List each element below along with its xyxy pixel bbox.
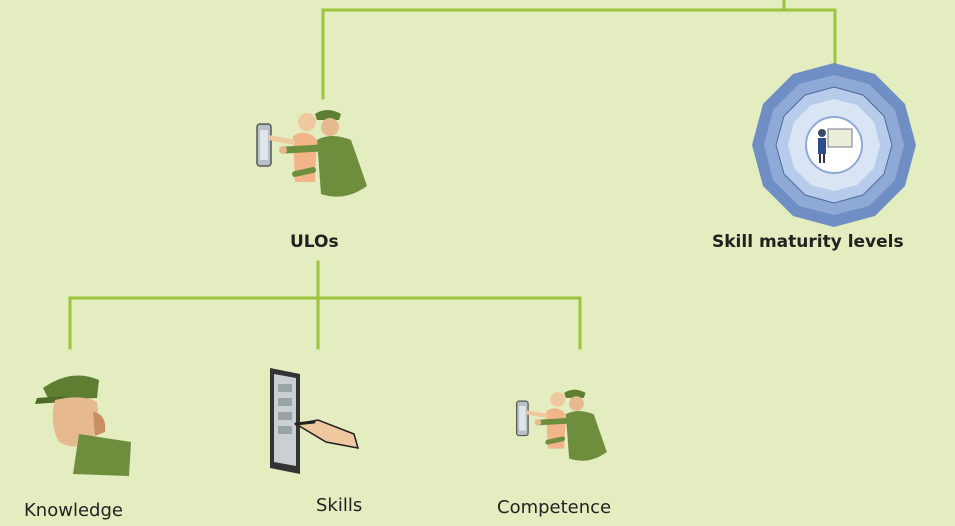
skills-label: Skills [316,495,363,516]
ulos-label: ULOs [290,232,339,252]
bottom-connector [68,260,582,350]
skill-maturity-levels-label: Skill maturity levels [712,232,904,252]
knowledge-label: Knowledge [24,500,123,521]
soldier-head-icon [35,375,131,476]
competence-label: Competence [497,497,612,518]
top-connector [321,0,837,100]
connector-lines [68,0,837,350]
touchscreen-hand-icon [270,368,360,474]
trainer-icon [256,110,367,197]
trainer-icon [516,389,607,461]
maturity-levels-icon [752,63,916,227]
